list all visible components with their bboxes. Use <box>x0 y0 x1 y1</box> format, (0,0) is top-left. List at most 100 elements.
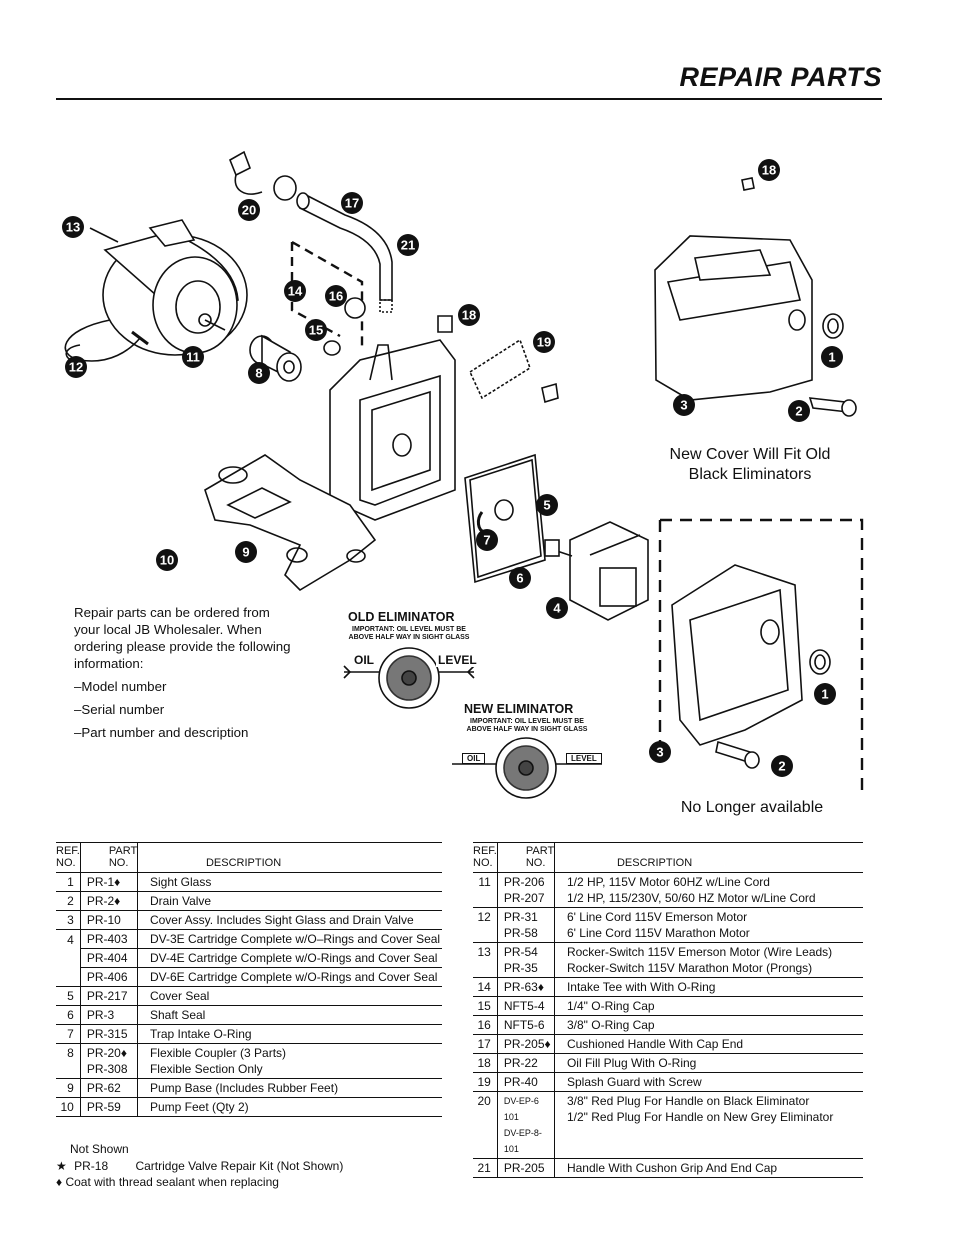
part-cell: PR-63♦ <box>496 977 555 997</box>
callout-ball <box>238 199 260 221</box>
desc-cell: Drain Valve <box>136 891 442 911</box>
callout-number: 10 <box>160 553 174 568</box>
ref-cell: 21 <box>473 1158 498 1178</box>
part-cell: PR-22 <box>496 1053 555 1073</box>
callout-ball <box>814 683 836 705</box>
ordering-item: –Model number <box>74 679 167 694</box>
part-number: PR-406 <box>86 970 128 984</box>
callout-number: 18 <box>462 308 476 323</box>
part-cell: PR-315 <box>79 1024 138 1044</box>
callout-number: 9 <box>242 545 249 560</box>
callout-number: 11 <box>186 350 200 365</box>
desc-cell: Cover Assy. Includes Sight Glass and Dra… <box>136 910 442 930</box>
desc-cell: DV-3E Cartridge Complete w/O–Rings and C… <box>136 929 442 949</box>
callout-number: 6 <box>516 571 523 586</box>
part-cell: PR-2♦ <box>79 891 138 911</box>
part-description: Drain Valve <box>149 894 212 908</box>
not-shown-label: Not Shown <box>70 1142 129 1156</box>
part-description: Rocker-Switch 115V Emerson Motor (Wire L… <box>566 945 833 959</box>
ordering-intro: Repair parts can be ordered from your lo… <box>74 605 291 671</box>
part-number: PR-217 <box>86 989 128 1003</box>
part-cell: PR-20♦ PR-308 <box>79 1043 138 1079</box>
part-number: PR-10 <box>86 913 121 927</box>
desc-cell: Splash Guard with Screw <box>553 1072 863 1092</box>
old-cover-illustration <box>671 564 831 769</box>
ref-cell: 1 <box>56 872 81 892</box>
part-number: PR-308 <box>86 1062 128 1076</box>
ref-cell: 5 <box>56 986 81 1006</box>
callout-number: 17 <box>345 196 359 211</box>
part-description: Flexible Section Only <box>149 1062 263 1076</box>
part-number: PR-20♦ <box>86 1046 127 1060</box>
ref-cell: 9 <box>56 1078 81 1098</box>
new-oil-label: OIL <box>462 753 486 764</box>
part-cell: PR-59 <box>79 1097 138 1117</box>
callout-ball <box>533 331 555 353</box>
part-cell: PR-217 <box>79 986 138 1006</box>
part-number: PR-403 <box>86 932 128 946</box>
callout-ball <box>156 549 178 571</box>
part-number: PR-22 <box>503 1056 538 1070</box>
part-number: PR-59 <box>86 1100 121 1114</box>
part-description: 1/4" O-Ring Cap <box>566 999 655 1013</box>
callout-ball <box>62 216 84 238</box>
new-cover-caption: New Cover Will Fit Old Black Eliminators <box>669 446 831 483</box>
part-description: Cushioned Handle With Cap End <box>566 1037 744 1051</box>
part-description: DV-4E Cartridge Complete w/O-Rings and C… <box>149 951 438 965</box>
callout-number: 12 <box>69 360 83 375</box>
table-row: 4 PR-403 DV-3E Cartridge Complete w/O–Ring… <box>56 929 442 949</box>
callout-ball <box>758 159 780 181</box>
part-number: DV-EP-6 101 <box>503 1096 539 1122</box>
callout-ball <box>649 741 671 763</box>
part-number: PR-315 <box>86 1027 128 1041</box>
part-description: 3/8" Red Plug For Handle on Black Elimin… <box>566 1094 810 1108</box>
callout-ball <box>325 285 347 307</box>
callout-number: 20 <box>242 203 256 218</box>
ref-header: REF. NO. <box>56 842 81 873</box>
old-oil-label: OIL <box>352 653 376 667</box>
part-cell: PR-404 <box>79 948 138 968</box>
part-number: PR-31 <box>503 910 538 924</box>
cartridge-illustration <box>544 521 649 621</box>
desc-cell: Shaft Seal <box>136 1005 442 1025</box>
callout-ball <box>509 567 531 589</box>
callout-ball <box>397 234 419 256</box>
handle-illustration <box>296 192 393 313</box>
part-description: DV-6E Cartridge Complete w/O-Rings and C… <box>149 970 438 984</box>
ref-cell: 8 <box>56 1043 81 1079</box>
table-row: 7 PR-315 Trap Intake O-Ring <box>56 1024 442 1044</box>
callout-number: 21 <box>401 238 415 253</box>
ref-cell: 2 <box>56 891 81 911</box>
part-number: PR-54 <box>503 945 538 959</box>
desc-cell: Trap Intake O-Ring <box>136 1024 442 1044</box>
part-number: PR-207 <box>503 891 545 905</box>
part-cell: PR-10 <box>79 910 138 930</box>
part-description: 1/2 HP, 115V Motor 60HZ w/Line Cord <box>566 875 770 889</box>
part-description: Handle With Cushon Grip And End Cap <box>566 1161 778 1175</box>
part-number: PR-1♦ <box>86 875 121 889</box>
callout-ball <box>65 356 87 378</box>
red-plug-illustration <box>228 150 297 201</box>
part-cell: PR-403 <box>79 929 138 949</box>
desc-header: DESCRIPTION <box>136 842 442 873</box>
ref-cell <box>56 949 80 968</box>
ref-cell: 15 <box>473 996 498 1016</box>
desc-cell: Handle With Cushon Grip And End Cap <box>553 1158 863 1178</box>
new-level-label: LEVEL <box>566 753 602 764</box>
ref-cell: 7 <box>56 1024 81 1044</box>
ref-cell: 11 <box>473 872 498 908</box>
ref-cell: 4 <box>67 932 74 947</box>
callout-ball <box>771 755 793 777</box>
